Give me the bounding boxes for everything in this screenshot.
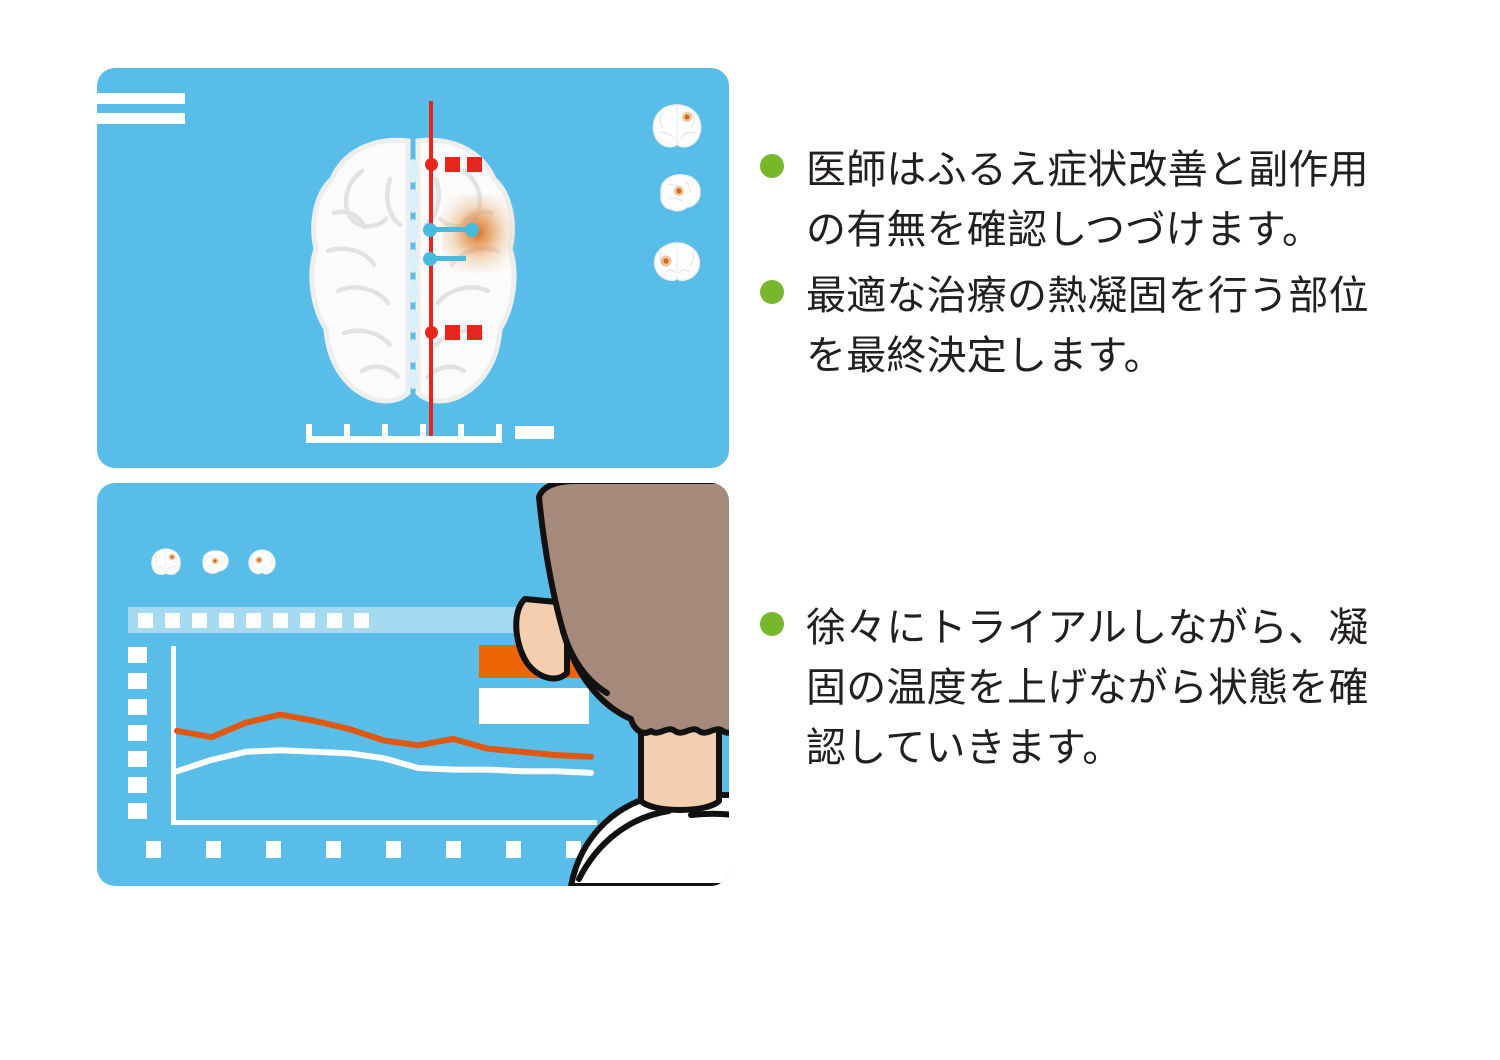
progress-segment <box>327 613 342 628</box>
explanation-text-column: 医師はふるえ症状改善と副作用 の有無を確認しつづけます。 最適な治療の熱凝固を行… <box>760 0 1460 1060</box>
scale-value-block <box>515 426 554 439</box>
bullet-dot-icon <box>760 612 784 636</box>
chart-y-axis <box>171 646 176 823</box>
chart-series-side-effect-white <box>174 747 594 776</box>
bullet-dot-icon <box>760 280 784 304</box>
x-axis-label-block <box>446 841 461 858</box>
bullet-text: 徐々にトライアルしながら、凝 固の温度を上げながら状態を確 認していきます。 <box>806 606 1369 770</box>
ruler-tick <box>306 424 312 443</box>
x-axis-label-block <box>326 841 341 858</box>
probe-target-handle[interactable] <box>465 223 479 237</box>
brain-targeting-viewer-panel <box>97 68 729 468</box>
orientation-thumbnail-strip <box>649 103 705 307</box>
y-axis-label-block <box>128 751 147 767</box>
x-axis-label-block <box>566 841 581 858</box>
bullet-final-coagulation-site: 最適な治療の熱凝固を行う部位 を最終決定します。 <box>760 266 1440 386</box>
ruler-tick <box>382 424 388 443</box>
coronal-brain-mini[interactable] <box>245 548 279 576</box>
mini-brain-thumbnail-strip <box>149 548 279 576</box>
progress-segment <box>273 613 288 628</box>
y-axis-label-block <box>128 699 147 715</box>
sagittal-reference-line[interactable] <box>429 101 433 437</box>
progress-segment <box>138 613 153 628</box>
status-readout-block <box>479 688 589 724</box>
probe-entry-handle-1[interactable] <box>423 223 437 237</box>
y-axis-label-block <box>128 647 147 663</box>
chart-plot-lines <box>174 711 594 776</box>
bullet-group-bottom: 徐々にトライアルしながら、凝 固の温度を上げながら状態を確 認していきます。 <box>760 598 1440 784</box>
reference-marker-square-lower-2[interactable] <box>467 325 482 340</box>
progress-segment <box>219 613 234 628</box>
trial-progress-bar[interactable] <box>128 607 538 633</box>
doctor-back-view-figure <box>501 483 729 886</box>
ruler-tick <box>420 424 426 443</box>
coronal-brain-thumbnail[interactable] <box>649 239 705 285</box>
bullet-text: 医師はふるえ症状改善と副作用 の有無を確認しつづけます。 <box>806 148 1369 252</box>
axial-brain-thumbnail[interactable] <box>649 103 705 149</box>
sagittal-brain-thumbnail[interactable] <box>649 171 705 217</box>
reference-marker-square-upper-2[interactable] <box>467 157 482 172</box>
viewer-header-bar-bottom <box>97 113 185 124</box>
lesion-heat-blob <box>442 195 516 273</box>
reference-marker-dot-lower[interactable] <box>425 326 438 339</box>
reference-marker-square-upper-1[interactable] <box>445 157 460 172</box>
bullet-gradual-trial-temperature: 徐々にトライアルしながら、凝 固の温度を上げながら状態を確 認していきます。 <box>760 598 1440 778</box>
reference-marker-dot-upper[interactable] <box>425 158 438 171</box>
x-axis-label-block <box>206 841 221 858</box>
trial-line-chart <box>128 643 598 858</box>
y-axis-label-block <box>128 725 147 741</box>
progress-segment <box>246 613 261 628</box>
ruler-tick <box>344 424 350 443</box>
bullet-text: 最適な治療の熱凝固を行う部位 を最終決定します。 <box>806 274 1369 378</box>
sagittal-brain-mini[interactable] <box>197 548 231 576</box>
x-axis-label-block <box>266 841 281 858</box>
x-axis-label-block <box>386 841 401 858</box>
y-axis-label-block <box>128 777 147 793</box>
chart-x-axis <box>171 820 597 825</box>
ruler-baseline <box>306 436 502 443</box>
x-axis-label-block <box>506 841 521 858</box>
progress-segment <box>165 613 180 628</box>
viewer-header-bar-top <box>97 93 185 104</box>
chart-series-tremor-amplitude-orange <box>174 711 594 760</box>
probe-track-line-1[interactable] <box>428 227 475 232</box>
progress-segment <box>354 613 369 628</box>
measurement-ruler <box>306 421 502 443</box>
y-axis-label-block <box>128 803 147 819</box>
probe-track-line-2[interactable] <box>428 256 466 261</box>
y-axis-label-block <box>128 673 147 689</box>
ruler-tick <box>458 424 464 443</box>
bullet-group-top: 医師はふるえ症状改善と副作用 の有無を確認しつづけます。 最適な治療の熱凝固を行… <box>760 140 1440 392</box>
probe-entry-handle-2[interactable] <box>423 252 437 266</box>
progress-segment <box>192 613 207 628</box>
bullet-dot-icon <box>760 154 784 178</box>
progress-segment <box>300 613 315 628</box>
x-axis-label-block <box>146 841 161 858</box>
reference-marker-square-lower-1[interactable] <box>445 325 460 340</box>
trial-monitor-viewer-panel <box>97 483 729 886</box>
axial-brain-mini[interactable] <box>149 548 183 576</box>
bullet-doctor-monitors-tremor: 医師はふるえ症状改善と副作用 の有無を確認しつづけます。 <box>760 140 1440 260</box>
ruler-tick <box>496 424 502 443</box>
